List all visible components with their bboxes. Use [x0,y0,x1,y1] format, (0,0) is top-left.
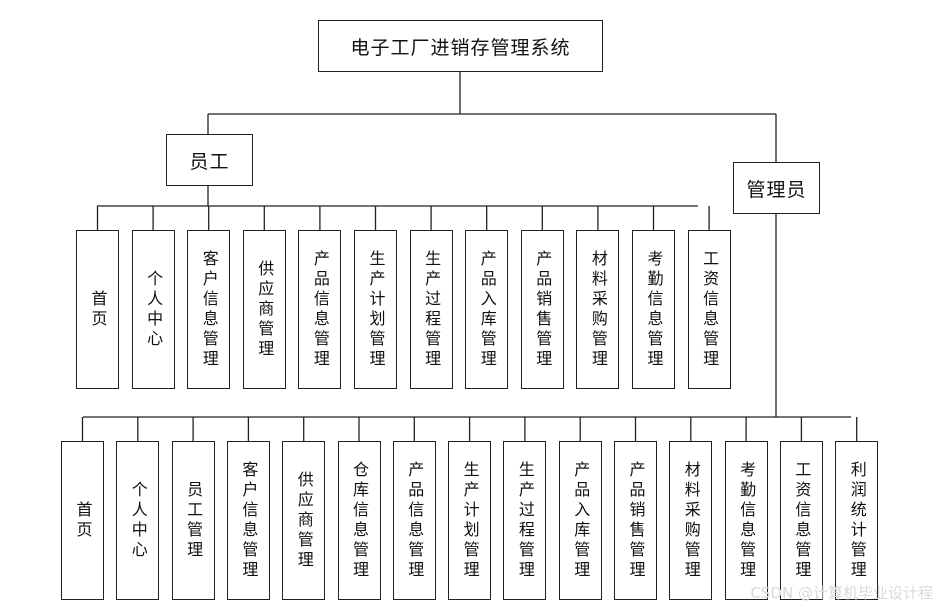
module-label: 生产过程管理 [515,460,535,581]
module-label: 材料采购管理 [681,460,701,581]
module-label: 生产过程管理 [422,249,442,370]
module-label: 个人中心 [144,269,164,350]
module-label: 客户信息管理 [199,249,219,370]
module-box: 生产过程管理 [503,441,547,600]
module-label: 考勤信息管理 [644,249,664,370]
module-label: 考勤信息管理 [737,460,757,581]
module-label: 供应商管理 [255,259,275,360]
module-box: 首页 [61,441,104,600]
module-box: 产品入库管理 [465,230,509,389]
module-label: 产品销售管理 [626,460,646,581]
module-box: 生产过程管理 [409,230,453,389]
module-label: 产品入库管理 [571,460,591,581]
role-admin-label: 管理员 [746,178,807,201]
module-label: 产品销售管理 [533,249,553,370]
module-box: 客户信息管理 [226,441,270,600]
module-box: 客户信息管理 [187,230,231,389]
module-label: 利润统计管理 [847,460,867,581]
root-node: 电子工厂进销存管理系统 [318,20,603,72]
module-box: 工资信息管理 [779,441,823,600]
module-box: 首页 [76,230,119,389]
module-box: 考勤信息管理 [724,441,768,600]
module-label: 仓库信息管理 [350,460,369,581]
module-box: 生产计划管理 [448,441,492,600]
module-box: 生产计划管理 [354,230,397,389]
module-label: 生产计划管理 [366,249,386,370]
module-box: 产品信息管理 [392,441,436,600]
module-label: 材料采购管理 [588,249,608,370]
module-box: 供应商管理 [242,230,286,389]
module-box: 考勤信息管理 [632,230,675,389]
watermark: CSDN @计算机毕业设计程 [750,584,933,602]
module-box: 工资信息管理 [687,230,731,389]
module-box: 产品入库管理 [558,441,602,600]
module-box: 产品销售管理 [520,230,564,389]
module-label: 产品信息管理 [310,249,330,370]
module-label: 工资信息管理 [700,249,720,370]
role-employee-label: 员工 [189,150,230,173]
module-box: 产品销售管理 [614,441,657,600]
module-box: 员工管理 [171,441,215,600]
module-box: 个人中心 [116,441,160,600]
module-label: 供应商管理 [294,470,314,571]
module-label: 客户信息管理 [239,460,259,581]
module-label: 个人中心 [128,480,148,561]
module-box: 利润统计管理 [835,441,879,600]
module-label: 工资信息管理 [792,460,812,581]
module-label: 首页 [88,289,108,330]
role-admin: 管理员 [733,162,820,214]
role-employee: 员工 [166,134,253,186]
module-box: 个人中心 [131,230,175,389]
root-label: 电子工厂进销存管理系统 [350,36,571,59]
module-box: 仓库信息管理 [337,441,381,600]
module-box: 材料采购管理 [576,230,620,389]
module-box: 供应商管理 [282,441,326,600]
module-label: 首页 [73,500,93,541]
module-label: 生产计划管理 [460,460,480,581]
module-label: 员工管理 [184,480,204,561]
module-label: 产品入库管理 [477,249,497,370]
module-box: 产品信息管理 [298,230,342,389]
module-box: 材料采购管理 [669,441,713,600]
module-label: 产品信息管理 [405,460,425,581]
